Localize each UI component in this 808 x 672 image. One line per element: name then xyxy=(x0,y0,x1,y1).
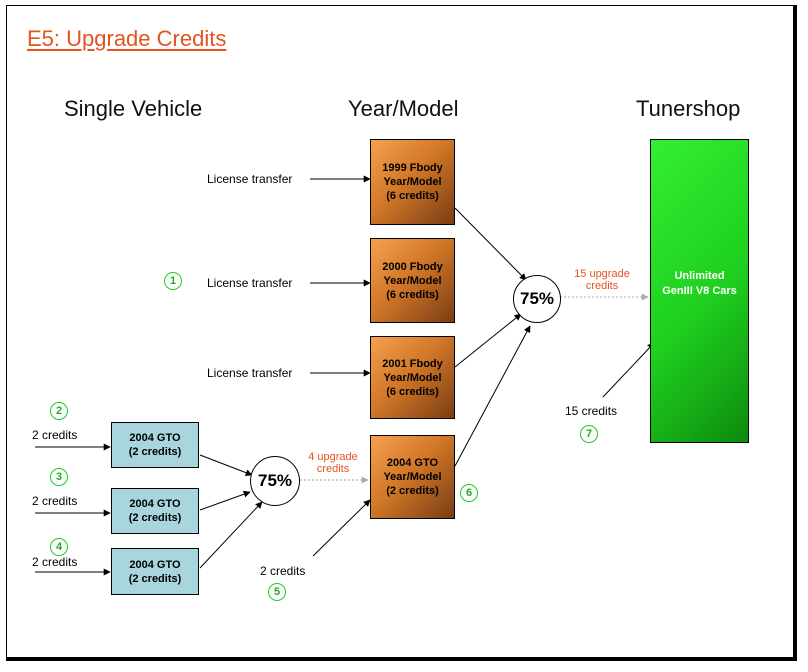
license-transfer-label-2: License transfer xyxy=(207,276,293,290)
arrow-gto1-to-75 xyxy=(199,454,253,477)
column-header-year-model: Year/Model xyxy=(348,96,459,121)
percent-circle-right: 75% xyxy=(513,275,561,323)
step-badge-5: 5 xyxy=(268,583,286,601)
arrow-gto3-to-75 xyxy=(199,501,263,569)
license-transfer-label-1: License transfer xyxy=(207,172,293,186)
step-badge-1: 1 xyxy=(164,272,182,290)
tunershop-box: Unlimited GenIII V8 Cars xyxy=(650,139,749,443)
arrow-1999-to-75 xyxy=(454,207,527,281)
upgrade-15-label: 15 upgrade credits xyxy=(574,268,630,292)
arrow-gto-ym-to-75 xyxy=(454,325,531,467)
page-title: E5: Upgrade Credits xyxy=(27,26,227,51)
upgrade-4-label: 4 upgrade credits xyxy=(308,451,358,475)
year-model-box-1999: 1999 Fbody Year/Model (6 credits) xyxy=(370,139,455,225)
year-model-box-2000: 2000 Fbody Year/Model (6 credits) xyxy=(370,238,455,323)
single-gto-box-1: 2004 GTO (2 credits) xyxy=(111,422,199,468)
column-header-tunershop: Tunershop xyxy=(636,96,741,121)
single-gto-box-2: 2004 GTO (2 credits) xyxy=(111,488,199,534)
step-badge-3: 3 xyxy=(50,468,68,486)
two-credits-label-3: 2 credits xyxy=(32,555,78,569)
step-badge-6: 6 xyxy=(460,484,478,502)
step-badge-7: 7 xyxy=(580,425,598,443)
step-badge-4: 4 xyxy=(50,538,68,556)
arrow-gto2-to-75 xyxy=(199,490,251,511)
column-header-single-vehicle: Single Vehicle xyxy=(64,96,203,121)
single-gto-box-3: 2004 GTO (2 credits) xyxy=(111,548,199,595)
arrow-2credits-bottom xyxy=(312,499,371,557)
percent-circle-left: 75% xyxy=(250,456,300,506)
step-badge-2: 2 xyxy=(50,402,68,420)
two-credits-label-2: 2 credits xyxy=(32,494,78,508)
license-transfer-label-3: License transfer xyxy=(207,366,293,380)
two-credits-label-bottom: 2 credits xyxy=(260,564,306,578)
year-model-box-2004-gto: 2004 GTO Year/Model (2 credits) xyxy=(370,435,455,519)
arrow-15-credits xyxy=(602,342,655,398)
year-model-box-2001: 2001 Fbody Year/Model (6 credits) xyxy=(370,336,455,419)
two-credits-label-1: 2 credits xyxy=(32,428,78,442)
credits-15-label: 15 credits xyxy=(565,404,618,418)
arrow-2000-to-75 xyxy=(454,313,522,368)
